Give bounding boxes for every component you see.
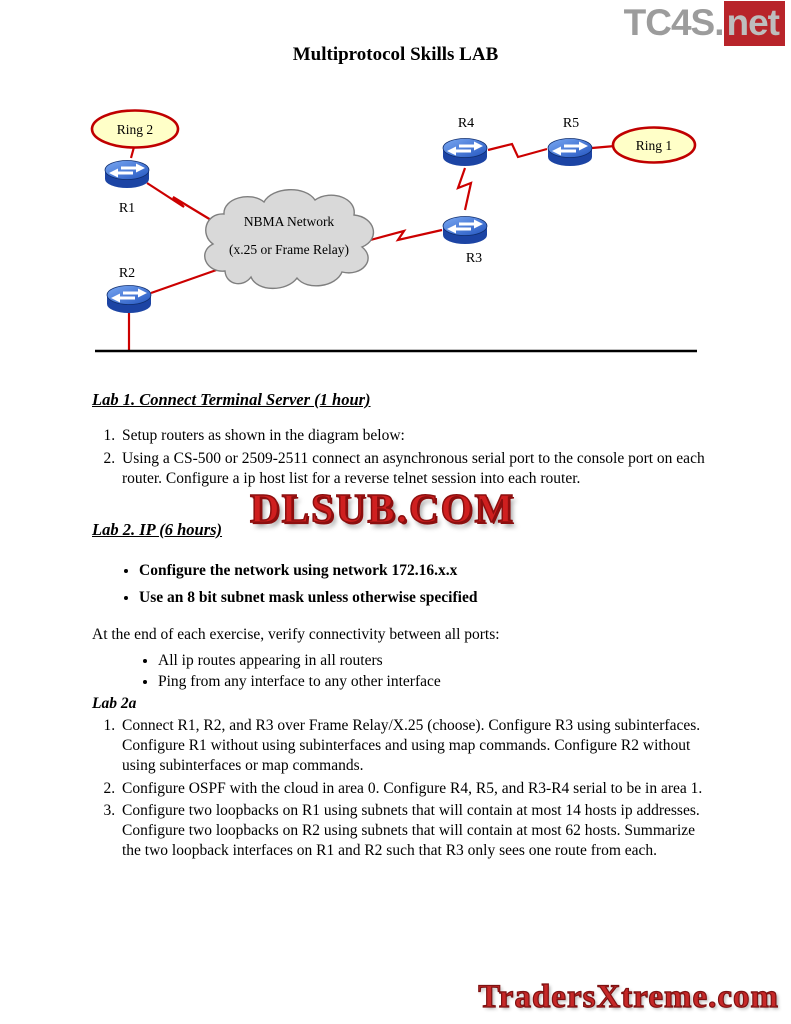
lab2a-heading: Lab 2a — [92, 695, 137, 712]
ring2-shape — [90, 109, 180, 149]
verify-list: All ip routes appearing in all routers P… — [92, 651, 706, 692]
link-cloud-r3 — [362, 228, 443, 244]
link-r1-cloud — [146, 182, 217, 224]
link-r5-ring1 — [591, 144, 616, 150]
router-icon-r3 — [442, 216, 488, 245]
link-r4-r5 — [487, 142, 548, 159]
lab1-steps: Setup routers as shown in the diagram be… — [92, 426, 706, 488]
lab2a-step: Connect R1, R2, and R3 over Frame Relay/… — [119, 716, 706, 776]
router-icon-r2 — [106, 285, 152, 314]
lab2a-step: Configure OSPF with the cloud in area 0.… — [119, 779, 706, 799]
tc4s-logo: TC4S.net — [623, 1, 785, 46]
router-label-r1: R1 — [119, 201, 135, 216]
verify-item: Ping from any interface to any other int… — [158, 672, 706, 692]
router-icon-r1 — [104, 160, 150, 189]
ring1-shape — [611, 126, 697, 164]
lab2-requirement: Configure the network using network 172.… — [139, 561, 706, 581]
link-ring2-r1 — [129, 146, 136, 159]
lab1-step: Setup routers as shown in the diagram be… — [119, 426, 706, 446]
nbma-cloud — [204, 189, 375, 290]
tc4s-logo-text: TC4S. — [623, 2, 725, 43]
network-links — [127, 142, 616, 350]
router-icon-r4 — [442, 138, 488, 167]
tc4s-logo-badge: net — [723, 1, 785, 46]
verify-item: All ip routes appearing in all routers — [158, 651, 706, 671]
router-label-r5: R5 — [563, 116, 579, 131]
cloud-label-line2: (x.25 or Frame Relay) — [229, 242, 349, 257]
page-title: Multiprotocol Skills LAB — [292, 44, 499, 65]
lab2-heading: Lab 2. IP (6 hours) — [92, 519, 223, 539]
cloud-label-line1: NBMA Network — [244, 214, 335, 229]
router-icon-r5 — [547, 138, 593, 167]
tradersxtreme-watermark: TradersXtreme.com — [478, 978, 779, 1015]
lab2-requirement: Use an 8 bit subnet mask unless otherwis… — [139, 588, 706, 608]
document-body: Lab 1. Connect Terminal Server (1 hour) … — [92, 389, 706, 863]
network-diagram: NBMA Network (x.25 or Frame Relay) Ring … — [90, 109, 697, 353]
link-r4-r3 — [456, 167, 473, 211]
router-label-r3: R3 — [466, 251, 482, 266]
link-r2-cloud — [150, 265, 226, 295]
verify-intro: At the end of each exercise, verify conn… — [92, 625, 500, 643]
router-label-r4: R4 — [458, 116, 474, 131]
lab2a-step: Configure two loopbacks on R1 using subn… — [119, 801, 706, 861]
ring1-label: Ring 1 — [636, 138, 672, 153]
lab2a-steps: Connect R1, R2, and R3 over Frame Relay/… — [92, 716, 706, 861]
lab1-heading: Lab 1. Connect Terminal Server (1 hour) — [92, 390, 371, 409]
lab2-requirements: Configure the network using network 172.… — [92, 561, 706, 608]
dlsub-watermark: DLSUB.COM — [249, 484, 516, 532]
lab1-step: Using a CS-500 or 2509-2511 connect an a… — [119, 449, 706, 489]
router-labels: R1 R2 R3 R4 R5 — [119, 116, 579, 281]
ring2-label: Ring 2 — [117, 122, 153, 137]
router-label-r2: R2 — [119, 266, 135, 281]
